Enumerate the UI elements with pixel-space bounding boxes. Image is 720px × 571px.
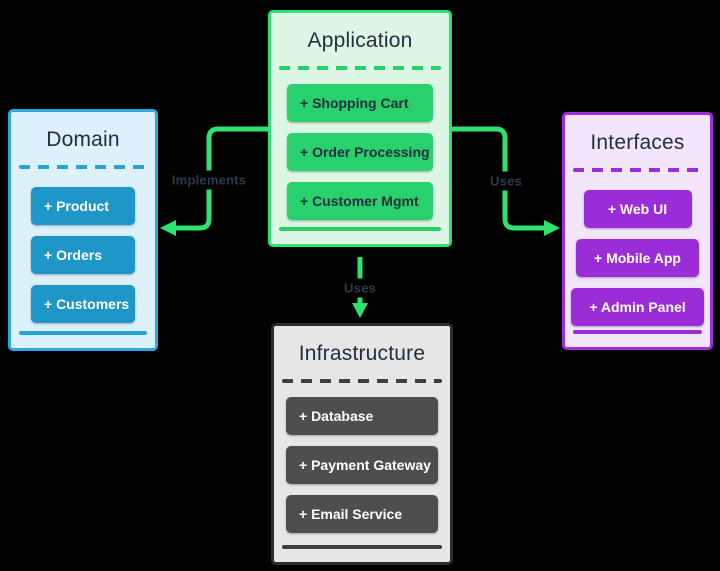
edge-label-uses-infrastructure: Uses	[339, 278, 381, 298]
method-product: + Product	[31, 187, 135, 225]
dashed-separator	[279, 66, 441, 70]
class-title-application: Application	[307, 29, 413, 52]
method-customer-mgmt: + Customer Mgmt	[287, 182, 433, 220]
dashed-separator	[19, 165, 147, 169]
method-order-processing: + Order Processing	[287, 133, 433, 171]
method-customers: + Customers	[31, 285, 135, 323]
method-mobile-app: + Mobile App	[576, 239, 699, 277]
solid-separator	[279, 227, 441, 231]
solid-separator	[282, 545, 442, 549]
method-database: + Database	[286, 397, 438, 435]
class-box-infrastructure: Infrastructure + Database + Payment Gate…	[271, 323, 453, 565]
class-title-domain: Domain	[46, 128, 120, 151]
class-box-application: Application + Shopping Cart + Order Proc…	[268, 10, 452, 247]
class-box-interfaces: Interfaces + Web UI + Mobile App + Admin…	[562, 112, 713, 350]
method-list-domain: + Product + Orders + Customers	[31, 187, 135, 323]
arrowhead-right-icon	[544, 220, 560, 236]
arrowhead-down-icon	[352, 303, 368, 318]
method-email-service: + Email Service	[286, 495, 438, 533]
method-payment-gateway: + Payment Gateway	[286, 446, 438, 484]
method-list-application: + Shopping Cart + Order Processing + Cus…	[287, 84, 433, 220]
dashed-separator	[282, 379, 442, 383]
method-web-ui: + Web UI	[583, 190, 692, 228]
class-box-domain: Domain + Product + Orders + Customers	[8, 109, 158, 351]
method-shopping-cart: + Shopping Cart	[287, 84, 433, 122]
solid-separator	[19, 331, 147, 335]
class-title-infrastructure: Infrastructure	[298, 342, 426, 365]
arrowhead-left-icon	[160, 220, 176, 236]
method-orders: + Orders	[31, 236, 135, 274]
method-admin-panel: + Admin Panel	[571, 288, 704, 326]
edge-label-implements: Implements	[166, 170, 252, 190]
dashed-separator	[573, 168, 702, 172]
solid-separator	[573, 330, 702, 334]
class-title-interfaces: Interfaces	[590, 131, 685, 154]
method-list-infrastructure: + Database + Payment Gateway + Email Ser…	[286, 397, 438, 533]
method-list-interfaces: + Web UI + Mobile App + Admin Panel	[565, 190, 710, 326]
edge-label-uses-interfaces: Uses	[485, 171, 527, 191]
